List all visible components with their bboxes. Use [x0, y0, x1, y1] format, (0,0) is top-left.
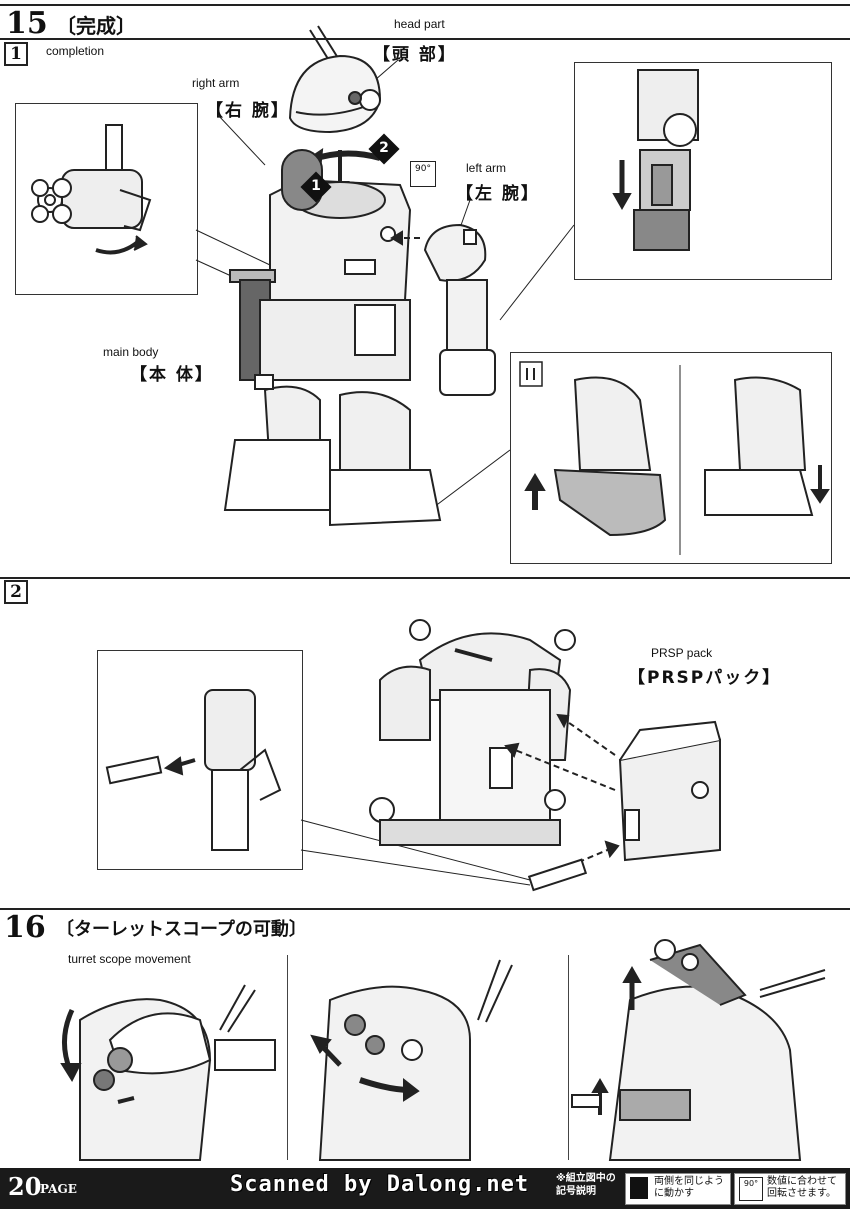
left-arm-label-en: left arm: [466, 161, 507, 175]
marker-1: 1: [311, 178, 321, 194]
page-number-box: 20 PAGE: [0, 1168, 78, 1206]
legend-item-1: 両側を同じように動かす: [625, 1173, 731, 1205]
substep-2-badge: 2: [4, 580, 28, 604]
left-arm-label-jp: 【左 腕】: [456, 184, 540, 204]
scope-view-3: [571, 939, 826, 1161]
rotate-90-icon: 90°: [410, 161, 436, 187]
foot-detail-illustration: [519, 361, 830, 555]
rear-body-illustration: [369, 619, 576, 846]
head-part-label-en: head part: [394, 17, 445, 31]
step-15-rule: [0, 38, 850, 40]
gun-rear-illustration: [105, 689, 282, 851]
page-number: 20: [8, 1172, 42, 1201]
turret-scope-label: turret scope movement: [68, 952, 191, 966]
page-word: PAGE: [40, 1182, 77, 1196]
divider-2: [568, 955, 569, 1160]
step-16-title: 〔ターレットスコープの可動〕: [56, 919, 307, 940]
main-body-label-en: main body: [103, 345, 159, 359]
left-arm-illustration: [423, 223, 496, 396]
head-part-label-jp: 【頭 部】: [373, 45, 457, 65]
legend-item-2-text: 数値に合わせて回転させます。: [767, 1176, 837, 1199]
substep-1-badge: 1: [4, 42, 28, 66]
right-arm-label-en: right arm: [192, 76, 240, 90]
main-body-illustration: [223, 149, 442, 527]
top-rule: [0, 4, 850, 6]
gun-rear-detail-panel: [97, 650, 303, 870]
legend-title: ※組立図中の記号説明: [556, 1173, 616, 1197]
gatling-gun-illustration: [31, 124, 152, 255]
step-16-rule: [0, 908, 850, 910]
arm-detail-illustration: [612, 69, 699, 251]
scan-credit: Scanned by Dalong.net: [230, 1172, 530, 1197]
legend-item-1-text: 両側を同じように動かす: [654, 1176, 724, 1199]
legend-item-2: 90° 数値に合わせて回転させます。: [734, 1173, 846, 1205]
step-number-16: 16: [4, 910, 46, 945]
scope-view-2: [310, 959, 513, 1161]
prsp-pack-label-jp: 【PRSPパック】: [628, 668, 782, 688]
main-body-label-jp: 【本 体】: [130, 365, 214, 385]
scope-view-1: [60, 984, 276, 1161]
move-both-sides-icon: [630, 1177, 648, 1199]
step-15-title: 〔完成〕: [56, 14, 136, 38]
rotate-90-icon: 90°: [739, 1177, 763, 1201]
prsp-pack-label-en: PRSP pack: [651, 646, 713, 660]
substep-2-rule: [0, 577, 850, 579]
head-illustration: [288, 25, 382, 134]
arm-detail-panel: [574, 62, 832, 280]
right-arm-label-jp: 【右 腕】: [206, 101, 290, 121]
step-number-15: 15: [6, 6, 48, 41]
divider-1: [287, 955, 288, 1160]
marker-2: 2: [379, 140, 389, 156]
completion-label: completion: [46, 44, 105, 58]
prsp-pack-illustration: [618, 720, 721, 862]
